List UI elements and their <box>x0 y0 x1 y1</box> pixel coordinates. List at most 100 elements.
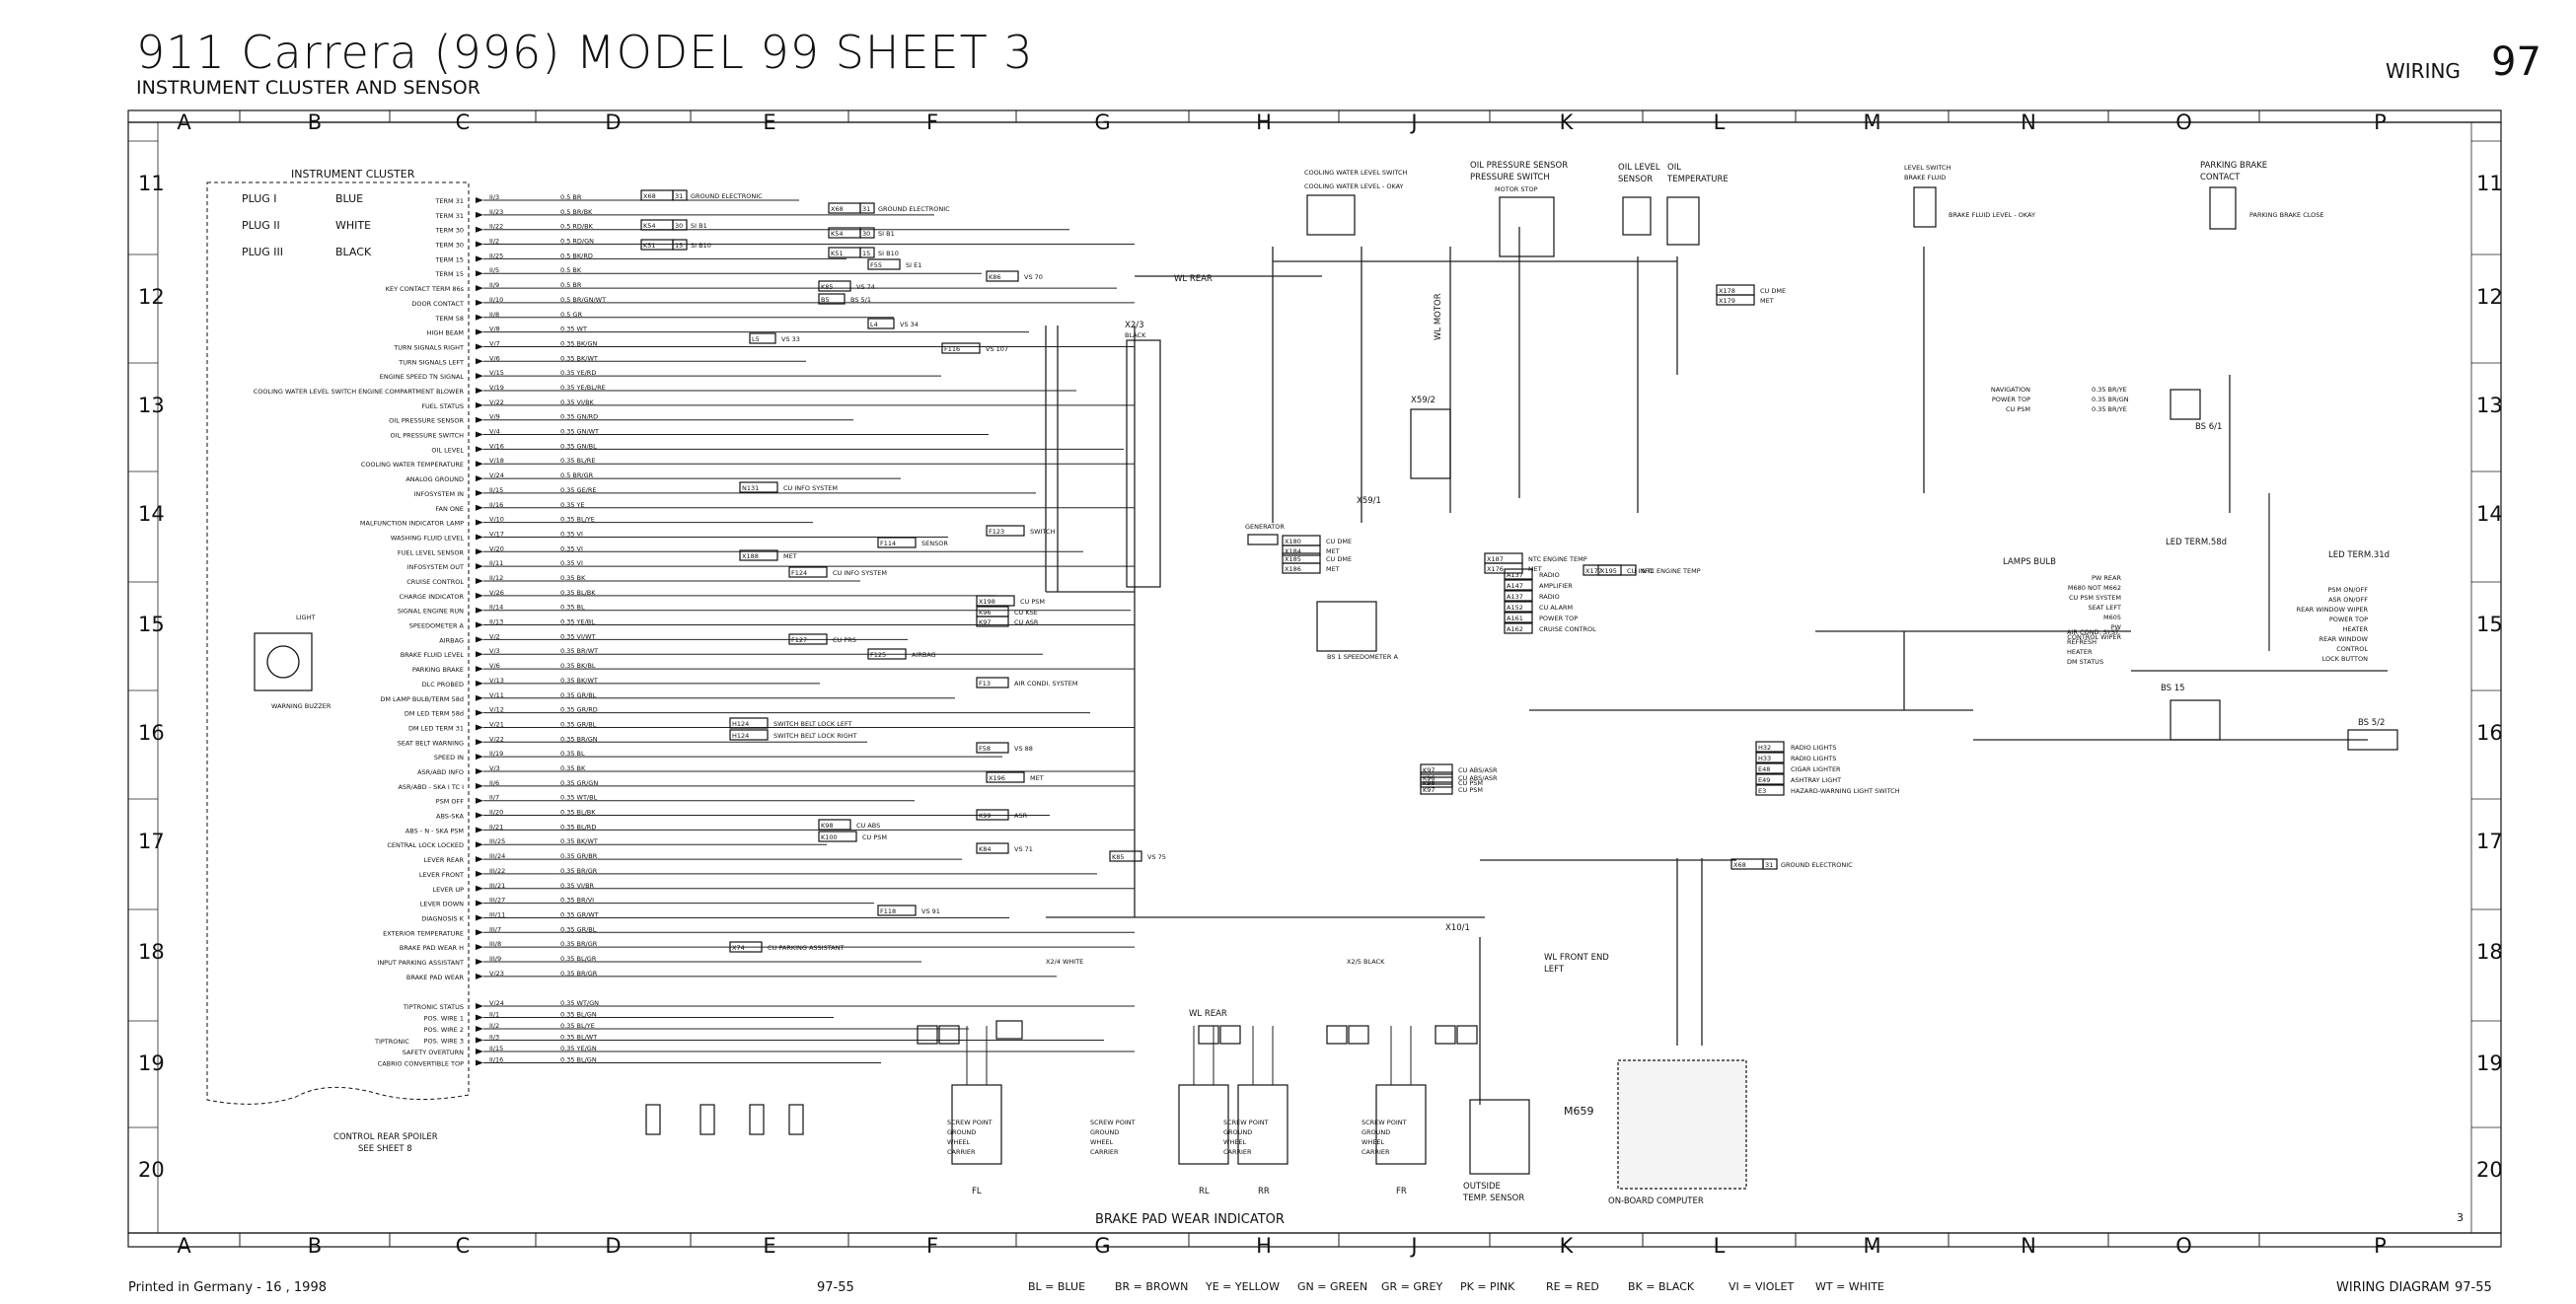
bs5-2-label: BS 5/2 <box>2358 718 2385 728</box>
connector-code: K54 <box>643 222 656 230</box>
wire-color-label: 0.35 BL/WT <box>560 1034 597 1042</box>
cluster-pin-number: V/15 <box>489 369 504 377</box>
pin-arrow <box>476 197 483 203</box>
connector-code: H124 <box>732 732 749 740</box>
connector-code: X176 <box>1487 565 1504 573</box>
pin-arrow <box>476 241 483 248</box>
section-label: WIRING <box>2386 59 2461 83</box>
cluster-pin-number: II/15 <box>489 486 503 494</box>
pin-arrow <box>476 1026 483 1032</box>
cluster-pin-label: OIL PRESSURE SWITCH <box>391 432 465 440</box>
bs6-1-label: BS 6/1 <box>2195 422 2222 432</box>
printed-note: Printed in Germany - 16 , 1998 <box>128 1280 327 1295</box>
connector-description: CU ASR <box>1014 618 1039 626</box>
buzzer-symbol <box>266 645 300 679</box>
wire-color-label: 0.35 BL/GN <box>560 1011 597 1019</box>
radio-code-box <box>1504 622 1533 634</box>
hazard-code: E49 <box>1758 776 1770 784</box>
connector-description: CU KSE <box>1014 609 1038 616</box>
cluster-pin-label: SPEEDOMETER A <box>409 622 465 630</box>
connector-description: SI B10 <box>691 242 711 250</box>
control-spoiler-label: CONTROL REAR SPOILER <box>333 1132 438 1142</box>
pin-arrow <box>476 812 483 819</box>
parking-brake-symbol <box>2209 186 2237 230</box>
cluster-pin-label: TERM 30 <box>434 242 464 250</box>
parking-brake-label: PARKING BRAKE <box>2200 161 2267 171</box>
connector-code: L5 <box>752 335 760 343</box>
x10-1-label: X10/1 <box>1445 923 1470 933</box>
pin-arrow <box>476 959 483 965</box>
corner-mark: 3 <box>2457 1211 2464 1224</box>
led58-item: PW REAR <box>2092 574 2121 582</box>
wire-color-label: 0.35 BL <box>560 750 585 758</box>
led58-item: PW <box>2111 623 2122 631</box>
spoiler-connector <box>749 1104 765 1135</box>
connector-description: VS 91 <box>921 907 940 915</box>
cluster-plug-name: PLUG III <box>242 246 283 258</box>
connector-pin <box>1456 1025 1478 1045</box>
connector-description: CU DME <box>1326 538 1352 545</box>
wire-color-label: 0.35 BL/BK <box>560 809 596 817</box>
cluster-pin-label: KEY CONTACT TERM 86s <box>386 285 465 293</box>
cluster-pin-number: II/14 <box>489 604 503 612</box>
pin-arrow <box>476 388 483 394</box>
buzzer-bottom-label: WARNING BUZZER <box>271 702 331 710</box>
connector-description: CU PARKING ASSISTANT <box>768 944 844 952</box>
pin-arrow <box>476 358 483 365</box>
cluster-pin-label: SPEED IN <box>434 754 464 761</box>
ground-carrier-label: CARRIER <box>1090 1148 1119 1156</box>
grid-row-label-right: 18 <box>2476 940 2503 964</box>
oil-pressure-label: PRESSURE SWITCH <box>1470 173 1550 182</box>
connector-description: SI E1 <box>906 261 921 269</box>
radio-label: CU ALARM <box>1539 604 1573 612</box>
wire-color-label: 0.35 BK <box>560 574 586 582</box>
cluster-pin-label: DM LED TERM 58d <box>405 710 464 718</box>
wire-color-label: 0.35 VI/BK <box>560 398 595 406</box>
cluster-pin-label: PSM OFF <box>436 798 465 806</box>
ground-carrier-label: GROUND <box>1362 1128 1390 1136</box>
radio-code: A161 <box>1507 615 1523 622</box>
connector-code: K54 <box>831 230 844 238</box>
wire-color-label: 0.35 BR/VI <box>560 897 594 905</box>
connector-code: X186 <box>1285 565 1301 573</box>
level-switch-label: LEVEL SWITCH <box>1904 164 1951 172</box>
connector-code: X184 <box>1285 547 1301 555</box>
grid-column-label-top: A <box>177 110 191 134</box>
pin-arrow <box>476 401 483 408</box>
radio-code: A162 <box>1507 625 1523 633</box>
ground-carrier-label: CARRIER <box>1223 1148 1252 1156</box>
hazard-code-box <box>1755 762 1785 774</box>
pin-arrow <box>476 285 483 292</box>
led31-item: PSM ON/OFF <box>2328 586 2369 594</box>
connector-pin: 30 <box>675 222 683 230</box>
spoiler-connector <box>788 1104 804 1135</box>
hazard-code-box <box>1755 784 1785 796</box>
connector-box <box>729 717 769 729</box>
connector-box <box>1282 562 1321 574</box>
cluster-pin-label: PARKING BRAKE <box>412 666 464 674</box>
cluster-pin-number: II/15 <box>489 1045 503 1052</box>
page-subtitle: INSTRUMENT CLUSTER AND SENSOR <box>136 77 480 99</box>
color-legend-7: BK = BLACK <box>1628 1280 1695 1293</box>
wire-color-label: 0.35 BL/BK <box>560 589 596 597</box>
wire-color-label: 0.35 WT <box>560 326 587 333</box>
ground-carrier-label: GROUND <box>947 1128 976 1136</box>
grid-row-label-left: 16 <box>138 721 165 745</box>
grid-row-label-left: 12 <box>138 285 165 309</box>
led-31d-label: LED TERM.31d <box>2328 550 2390 560</box>
connector-description: CU PSM <box>1458 779 1483 787</box>
color-legend-1: BR = BROWN <box>1115 1280 1189 1293</box>
color-legend-4: GR = GREY <box>1381 1280 1443 1293</box>
connector-description: SI B1 <box>691 222 707 230</box>
grid-row-label-right: 16 <box>2476 721 2503 745</box>
cluster-pin-label: LEVER REAR <box>424 856 465 864</box>
connector-code: K97 <box>1423 786 1435 794</box>
connector-box <box>1420 763 1453 775</box>
bs5-2-connector <box>2347 729 2398 751</box>
wire-color-label: 0.35 BL/RD <box>560 823 596 831</box>
hazard-label: ASHTRAY LIGHT <box>1791 776 1841 784</box>
cluster-pin-number: II/2 <box>489 1022 499 1030</box>
connector-pin: 15 <box>862 250 870 257</box>
grid-row-label-left: 14 <box>138 502 165 526</box>
wire-color-label: 0.35 BL/RE <box>560 457 595 465</box>
